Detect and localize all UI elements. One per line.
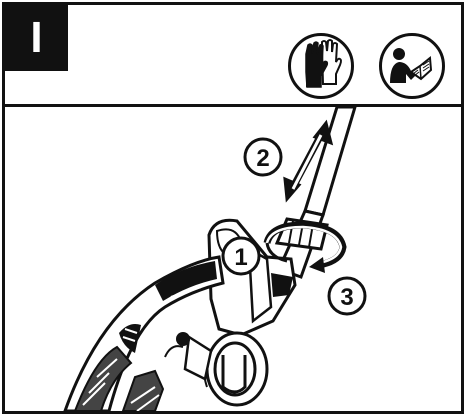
trimmer-drawing: 1 2 3 [5, 107, 461, 411]
callout-2-label: 2 [256, 145, 269, 172]
instruction-panel: I [2, 2, 464, 414]
callout-1-label: 1 [234, 244, 247, 271]
upper-shaft [305, 107, 355, 215]
protective-gloves-icon [288, 33, 354, 99]
trimmer-adjustment-illustration: 1 2 3 [5, 107, 461, 411]
step-number: I [30, 13, 42, 63]
step-number-badge: I [5, 5, 68, 71]
read-manual-icon [379, 33, 445, 99]
panel-header: I [5, 5, 461, 107]
callout-2: 2 [245, 139, 281, 175]
callout-3-label: 3 [340, 284, 353, 311]
callout-1: 1 [223, 238, 259, 274]
callout-3: 3 [329, 278, 365, 314]
